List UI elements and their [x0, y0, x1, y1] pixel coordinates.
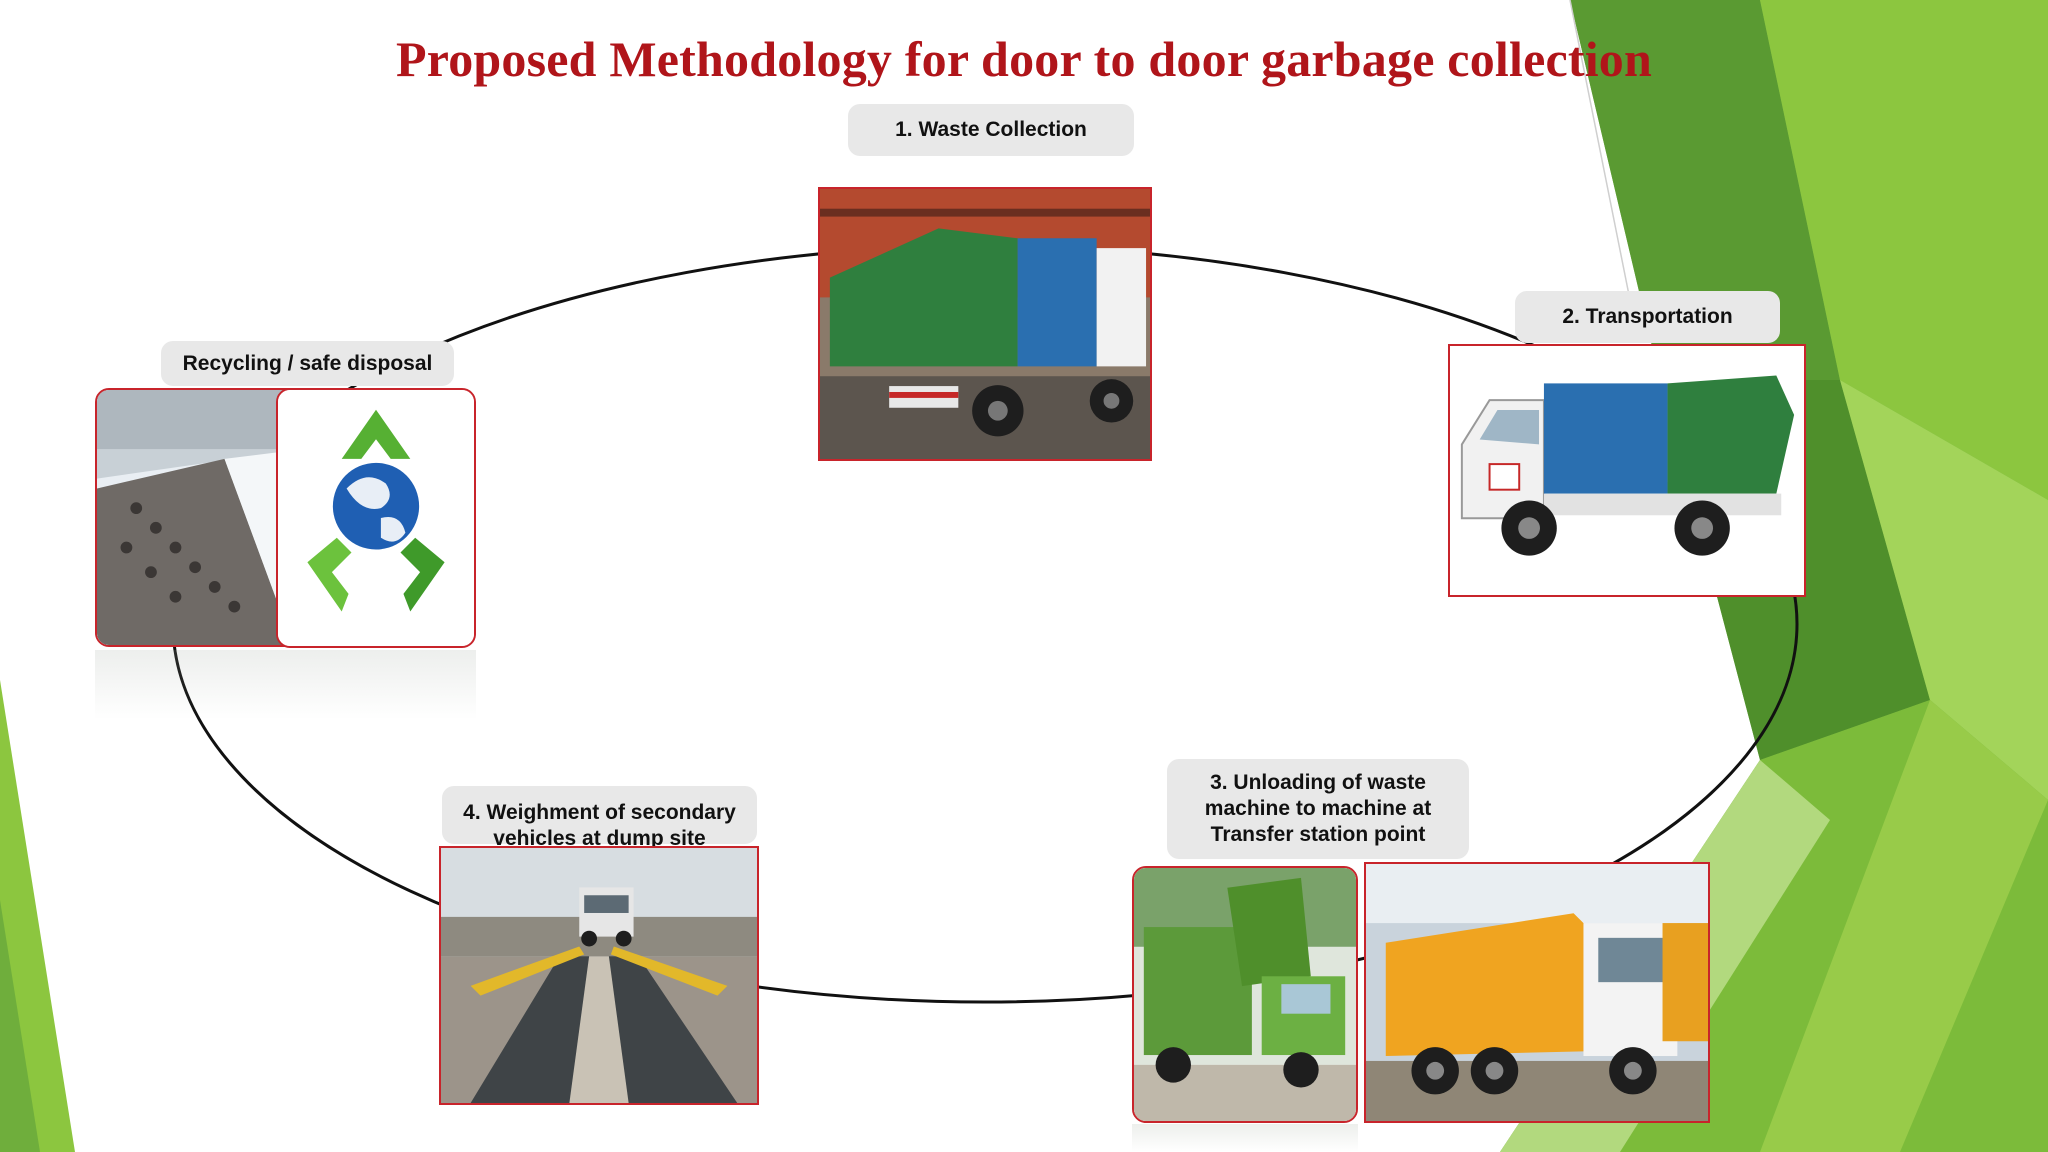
step-3-image-reflection	[1132, 1124, 1358, 1152]
step-2-label: 2. Transportation	[1515, 291, 1780, 343]
step-4-label-line-2: vehicles at dump site	[493, 827, 706, 850]
step-4-label-line-1: 4. Weighment of secondary	[463, 801, 736, 824]
step-1-label: 1. Waste Collection	[848, 104, 1134, 156]
waste-collection-vehicle-image	[818, 187, 1152, 461]
weighbridge-image	[439, 846, 759, 1105]
step-3-label: 3. Unloading of waste machine to machine…	[1167, 759, 1469, 859]
recycle-globe-icon	[307, 409, 445, 612]
unloading-green-truck-image	[1132, 866, 1358, 1123]
step-3-label-line-3: Transfer station point	[1210, 823, 1426, 846]
transportation-truck-image	[1448, 344, 1806, 597]
recycling-symbol-image	[276, 388, 476, 648]
step-5-label: Recycling / safe disposal	[161, 341, 454, 386]
slide-title: Proposed Methodology for door to door ga…	[395, 31, 1653, 87]
step-3-label-line-1: 3. Unloading of waste	[1210, 771, 1426, 794]
unloading-yellow-compactor-image	[1364, 862, 1710, 1123]
landfill-site-image	[95, 388, 305, 647]
step-4-label: 4. Weighment of secondary vehicles at du…	[442, 786, 757, 850]
step-5-image-reflection	[95, 650, 476, 720]
step-3-label-line-2: machine to machine at	[1204, 797, 1432, 820]
